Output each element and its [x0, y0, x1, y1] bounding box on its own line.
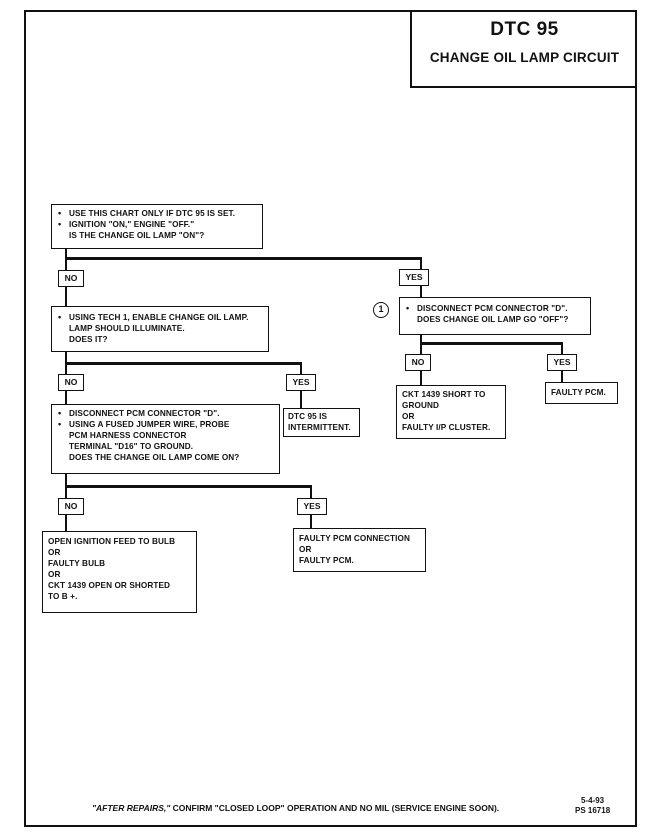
- connector: [65, 390, 67, 404]
- short-to-ground-result-box: CKT 1439 SHORT TO GROUND OR FAULTY I/P C…: [396, 385, 506, 439]
- connector: [420, 342, 422, 354]
- connector: [65, 473, 67, 486]
- document-date: 5-4-93: [581, 796, 605, 805]
- connector: [65, 248, 67, 258]
- page-frame: [24, 10, 637, 827]
- connector: [561, 370, 563, 382]
- tech1-test-box: USING TECH 1, ENABLE CHANGE OIL LAMP. LA…: [51, 306, 269, 352]
- yes-label: YES: [399, 269, 429, 286]
- step1-question: DOES CHANGE OIL LAMP GO "OFF"?: [417, 315, 569, 324]
- connector: [420, 370, 422, 385]
- tech1-bullet: USING TECH 1, ENABLE CHANGE OIL LAMP.: [56, 312, 264, 323]
- connector: [300, 362, 302, 374]
- result-line: FAULTY PCM.: [299, 556, 354, 565]
- tech1-line: LAMP SHOULD ILLUMINATE.: [69, 324, 185, 333]
- document-code: 5-4-93 PS 16718: [575, 796, 610, 816]
- faulty-pcm-result-box: FAULTY PCM.: [545, 382, 618, 404]
- result-line: CKT 1439 SHORT TO: [402, 390, 486, 399]
- tech1-line: DOES IT?: [69, 335, 108, 344]
- connector: [65, 485, 67, 498]
- yes-label: YES: [286, 374, 316, 391]
- result-line: OR: [48, 548, 61, 557]
- connector: [420, 334, 422, 343]
- start-bullet: USE THIS CHART ONLY IF DTC 95 IS SET.: [56, 208, 258, 219]
- start-question: IS THE CHANGE OIL LAMP "ON"?: [69, 231, 205, 240]
- result-line: CKT 1439 OPEN OR SHORTED: [48, 581, 171, 590]
- result-line: OR: [402, 412, 415, 421]
- connector: [65, 286, 67, 306]
- connector: [65, 351, 67, 363]
- no-label: NO: [58, 374, 84, 391]
- start-question-box: USE THIS CHART ONLY IF DTC 95 IS SET. IG…: [51, 204, 263, 249]
- jumper-bullet: USING A FUSED JUMPER WIRE, PROBE: [56, 419, 275, 430]
- connector: [420, 342, 563, 345]
- connector: [310, 514, 312, 528]
- step-number-badge: 1: [373, 302, 389, 318]
- step1-bullet: DISCONNECT PCM CONNECTOR "D".: [404, 303, 586, 314]
- footer-note-rest: CONFIRM "CLOSED LOOP" OPERATION AND NO M…: [170, 803, 500, 813]
- page-title: DTC 95: [490, 19, 559, 40]
- result-line: FAULTY PCM CONNECTION: [299, 534, 410, 543]
- no-label: NO: [58, 270, 84, 287]
- footer-note-italic: "AFTER REPAIRS,": [92, 803, 171, 813]
- result-line: OPEN IGNITION FEED TO BULB: [48, 537, 176, 546]
- jumper-test-box: DISCONNECT PCM CONNECTOR "D". USING A FU…: [51, 404, 280, 474]
- result-line: TO B +.: [48, 592, 78, 601]
- result-line: OR: [299, 545, 312, 554]
- connector: [65, 514, 67, 531]
- connector: [65, 362, 302, 365]
- connector: [420, 285, 422, 297]
- result-line: OR: [48, 570, 61, 579]
- result-line: INTERMITTENT.: [288, 423, 351, 432]
- start-bullet: IGNITION "ON," ENGINE "OFF.": [56, 219, 258, 230]
- no-label: NO: [405, 354, 431, 371]
- jumper-line: PCM HARNESS CONNECTOR: [69, 431, 187, 440]
- connector: [65, 257, 422, 260]
- footer-note: "AFTER REPAIRS," CONFIRM "CLOSED LOOP" O…: [92, 803, 499, 813]
- result-line: FAULTY BULB: [48, 559, 106, 568]
- jumper-bullet: DISCONNECT PCM CONNECTOR "D".: [56, 408, 275, 419]
- yes-label: YES: [297, 498, 327, 515]
- result-line: FAULTY I/P CLUSTER.: [402, 423, 491, 432]
- connector: [65, 257, 67, 270]
- connector: [300, 390, 302, 408]
- connector: [310, 485, 312, 498]
- open-circuit-result-box: OPEN IGNITION FEED TO BULB OR FAULTY BUL…: [42, 531, 197, 613]
- result-line: GROUND: [402, 401, 439, 410]
- connector: [420, 257, 422, 269]
- jumper-line: DOES THE CHANGE OIL LAMP COME ON?: [69, 453, 240, 462]
- connector: [65, 485, 312, 488]
- jumper-line: TERMINAL "D16" TO GROUND.: [69, 442, 194, 451]
- intermittent-result-box: DTC 95 IS INTERMITTENT.: [283, 408, 360, 437]
- page-subtitle: CHANGE OIL LAMP CIRCUIT: [429, 50, 620, 65]
- no-label: NO: [58, 498, 84, 515]
- yes-label: YES: [547, 354, 577, 371]
- step1-question-box: DISCONNECT PCM CONNECTOR "D". DOES CHANG…: [399, 297, 591, 335]
- document-number: PS 16718: [575, 806, 611, 815]
- result-line: FAULTY PCM.: [551, 388, 606, 397]
- connector: [65, 362, 67, 374]
- pcm-connection-result-box: FAULTY PCM CONNECTION OR FAULTY PCM.: [293, 528, 426, 572]
- result-line: DTC 95 IS: [288, 412, 328, 421]
- connector: [561, 342, 563, 354]
- title-block: DTC 95 CHANGE OIL LAMP CIRCUIT: [410, 10, 637, 88]
